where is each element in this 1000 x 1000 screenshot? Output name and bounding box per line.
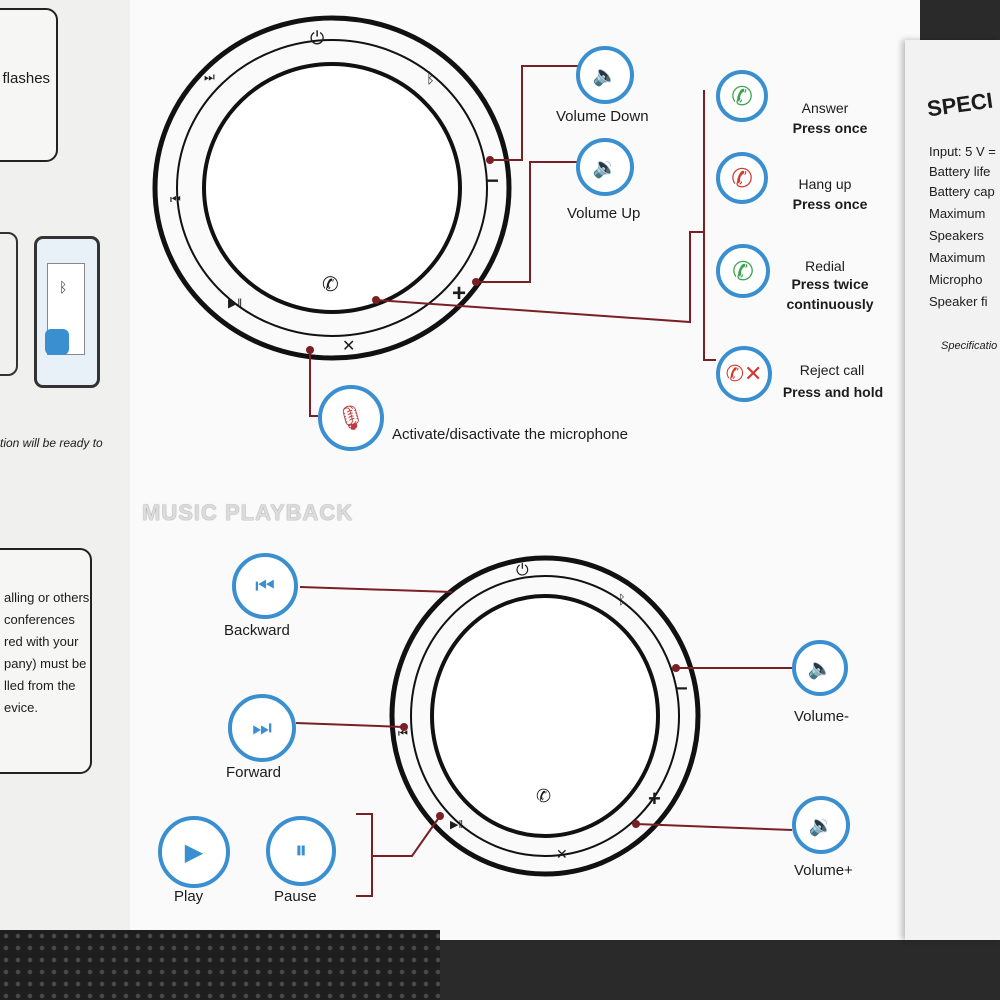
spec-line-7: Micropho: [929, 272, 983, 287]
plus-icon-bottom: +: [648, 786, 661, 811]
ready-note: tion will be ready to: [0, 436, 103, 450]
volume-up-label: Volume Up: [567, 205, 641, 222]
music-playback-heading: MUSIC PLAYBACK: [142, 500, 354, 525]
answer-title: Answer: [801, 100, 849, 116]
phone-illustration: ᛒ: [34, 236, 100, 388]
volume-down-icon: 🔈: [576, 46, 634, 104]
info-box-bottom: alling or others conferences red with yo…: [0, 548, 92, 774]
reject-icon: ✆✕: [716, 346, 772, 402]
leader-lines-bottom: [295, 586, 793, 897]
redial-title: Redial: [805, 258, 845, 274]
volume-plus-label: Volume+: [794, 862, 853, 879]
redial-icon: ✆: [716, 244, 770, 298]
bottom-box-line-3: red with your: [4, 634, 79, 649]
reject-action: Press and hold: [782, 384, 884, 400]
volume-up-icon: 🔉: [576, 138, 634, 196]
next-icon: ⏭: [204, 70, 215, 84]
bluetooth-icon: ᛒ: [426, 70, 436, 87]
bottom-box-line-4: pany) must be: [4, 656, 87, 671]
spec-line-6: Maximum: [929, 250, 986, 265]
minus-icon: −: [486, 168, 499, 193]
microphone-icon: 🎙: [318, 385, 384, 451]
previous-icon-bottom: ⏮: [398, 728, 408, 740]
bluetooth-icon-bottom: ᛒ: [618, 592, 626, 607]
backward-icon: ⏮: [232, 553, 298, 619]
backward-label: Backward: [224, 622, 290, 639]
volume-plus-icon: 🔉: [792, 796, 850, 854]
phone-icon: ✆: [322, 274, 339, 296]
spec-line-5: Speakers: [929, 228, 984, 243]
power-icon-bottom: ⏻: [516, 562, 529, 579]
spec-line-1: Input: 5 V =: [929, 144, 996, 159]
redial-action-1: Press twice: [791, 276, 869, 292]
bluetooth-device-illustration: [0, 232, 18, 376]
reject-title: Reject call: [799, 362, 865, 378]
redial-action-2: continuously: [786, 296, 874, 312]
hangup-title: Hang up: [798, 176, 852, 192]
hangup-action: Press once: [792, 196, 868, 212]
bottom-box-line-6: evice.: [4, 700, 38, 715]
speaker-grille: [0, 930, 440, 1000]
play-icon: ▶: [158, 816, 230, 888]
speaker-ring-top: [152, 15, 512, 361]
specifications-heading: SPECI: [925, 87, 995, 122]
minus-icon-bottom: −: [676, 678, 688, 700]
volume-minus-icon: 🔈: [792, 640, 848, 696]
play-pause-icon: ▶‖: [228, 296, 243, 310]
hang-up-icon: ✆: [716, 152, 768, 204]
forward-label: Forward: [226, 764, 282, 781]
plus-icon: +: [452, 280, 467, 307]
top-box-line-1: n flashes: [0, 70, 51, 87]
leader-lines-top: [309, 65, 716, 417]
bottom-box-line-2: conferences: [4, 612, 75, 627]
spec-line-8: Speaker fi: [929, 294, 988, 309]
phone-bluetooth-icon: ᛒ: [59, 279, 68, 295]
left-panel: n flashes y ᛒ tion will be ready to alli…: [0, 0, 130, 930]
info-box-top: n flashes y: [0, 8, 58, 162]
play-label: Play: [174, 888, 204, 905]
pause-icon: ⏸: [266, 816, 336, 886]
bottom-box-line-5: lled from the: [4, 678, 76, 693]
spec-note: Specificatio: [941, 340, 998, 352]
spec-line-4: Maximum: [929, 206, 986, 221]
play-pause-icon-bottom: ▶‖: [450, 819, 464, 831]
answer-icon: ✆: [716, 70, 768, 122]
mute-icon-bottom: ✕: [556, 846, 568, 862]
speaker-ring-bottom: [389, 555, 701, 877]
spec-line-2: Battery life: [929, 164, 991, 179]
mute-icon: ✕: [342, 338, 356, 355]
volume-minus-label: Volume-: [794, 708, 850, 725]
specifications-panel: SPECI Input: 5 V = Battery life Battery …: [905, 40, 1000, 940]
volume-down-label: Volume Down: [556, 108, 649, 125]
previous-icon: ⏮: [170, 192, 181, 206]
pause-label: Pause: [274, 888, 317, 905]
power-icon: ⏻: [310, 28, 325, 48]
phone-icon-bottom: ✆: [536, 786, 552, 806]
bottom-box-line-1: alling or others: [4, 590, 90, 605]
answer-action: Press once: [792, 120, 868, 136]
forward-icon: ⏭: [228, 694, 296, 762]
spec-line-3: Battery cap: [929, 184, 995, 199]
microphone-label: Activate/disactivate the microphone: [392, 426, 628, 443]
